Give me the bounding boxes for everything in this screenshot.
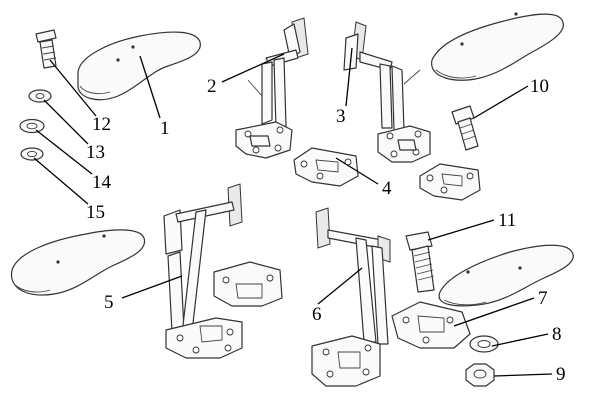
mounting-plate-4b <box>419 163 481 201</box>
leader-10 <box>473 85 529 119</box>
leader-3 <box>345 47 353 107</box>
bracket-assembly-2 <box>235 17 309 159</box>
callout-2: 2 <box>207 76 217 97</box>
flat-washer-14 <box>19 118 45 134</box>
leader-8 <box>491 333 549 347</box>
armrest-pad-bottom-right <box>438 244 574 307</box>
callout-12: 12 <box>92 114 111 135</box>
bolt-12 <box>35 29 57 69</box>
leader-14 <box>35 129 93 175</box>
callout-10: 10 <box>530 76 549 97</box>
leader-11 <box>427 219 495 241</box>
leader-lines <box>33 47 553 377</box>
flat-plate-7 <box>391 301 471 349</box>
callout-4: 4 <box>382 178 392 199</box>
callout-9: 9 <box>556 364 566 385</box>
bolt-11 <box>405 231 435 293</box>
leader-7 <box>453 297 535 327</box>
callout-labels: 1 2 3 4 5 6 7 8 9 10 11 12 13 14 15 <box>86 76 566 385</box>
bracket-assembly-5 <box>163 183 243 359</box>
washer-8 <box>469 335 499 353</box>
nut-9 <box>465 363 495 387</box>
leader-15 <box>33 157 89 205</box>
side-plate <box>213 261 283 307</box>
callout-13: 13 <box>86 142 105 163</box>
armrest-pad-bottom-left <box>10 229 146 296</box>
callout-5: 5 <box>104 292 114 313</box>
leader-4 <box>335 157 379 185</box>
callout-8: 8 <box>552 324 562 345</box>
leader-2 <box>221 53 285 83</box>
bracket-assembly-6 <box>311 207 391 387</box>
callout-11: 11 <box>498 210 516 231</box>
mounting-plate-4 <box>293 147 359 187</box>
lock-washer-13 <box>28 89 52 103</box>
leader-12 <box>49 59 97 117</box>
callout-1: 1 <box>160 118 170 139</box>
leader-6 <box>317 267 363 305</box>
callout-3: 3 <box>336 106 346 127</box>
washer-15 <box>20 147 44 161</box>
leader-9 <box>493 373 553 377</box>
armrest-pad-top-right <box>431 12 564 81</box>
callout-14: 14 <box>92 172 112 193</box>
callout-6: 6 <box>312 304 322 325</box>
armrest-pad-1 <box>77 31 201 101</box>
leader-1 <box>139 55 161 119</box>
leader-5 <box>121 275 183 299</box>
callout-15: 15 <box>86 202 105 223</box>
bracket-assembly-3 <box>343 21 431 163</box>
leader-13 <box>43 99 89 145</box>
bolt-10 <box>451 105 479 151</box>
callout-7: 7 <box>538 288 548 309</box>
